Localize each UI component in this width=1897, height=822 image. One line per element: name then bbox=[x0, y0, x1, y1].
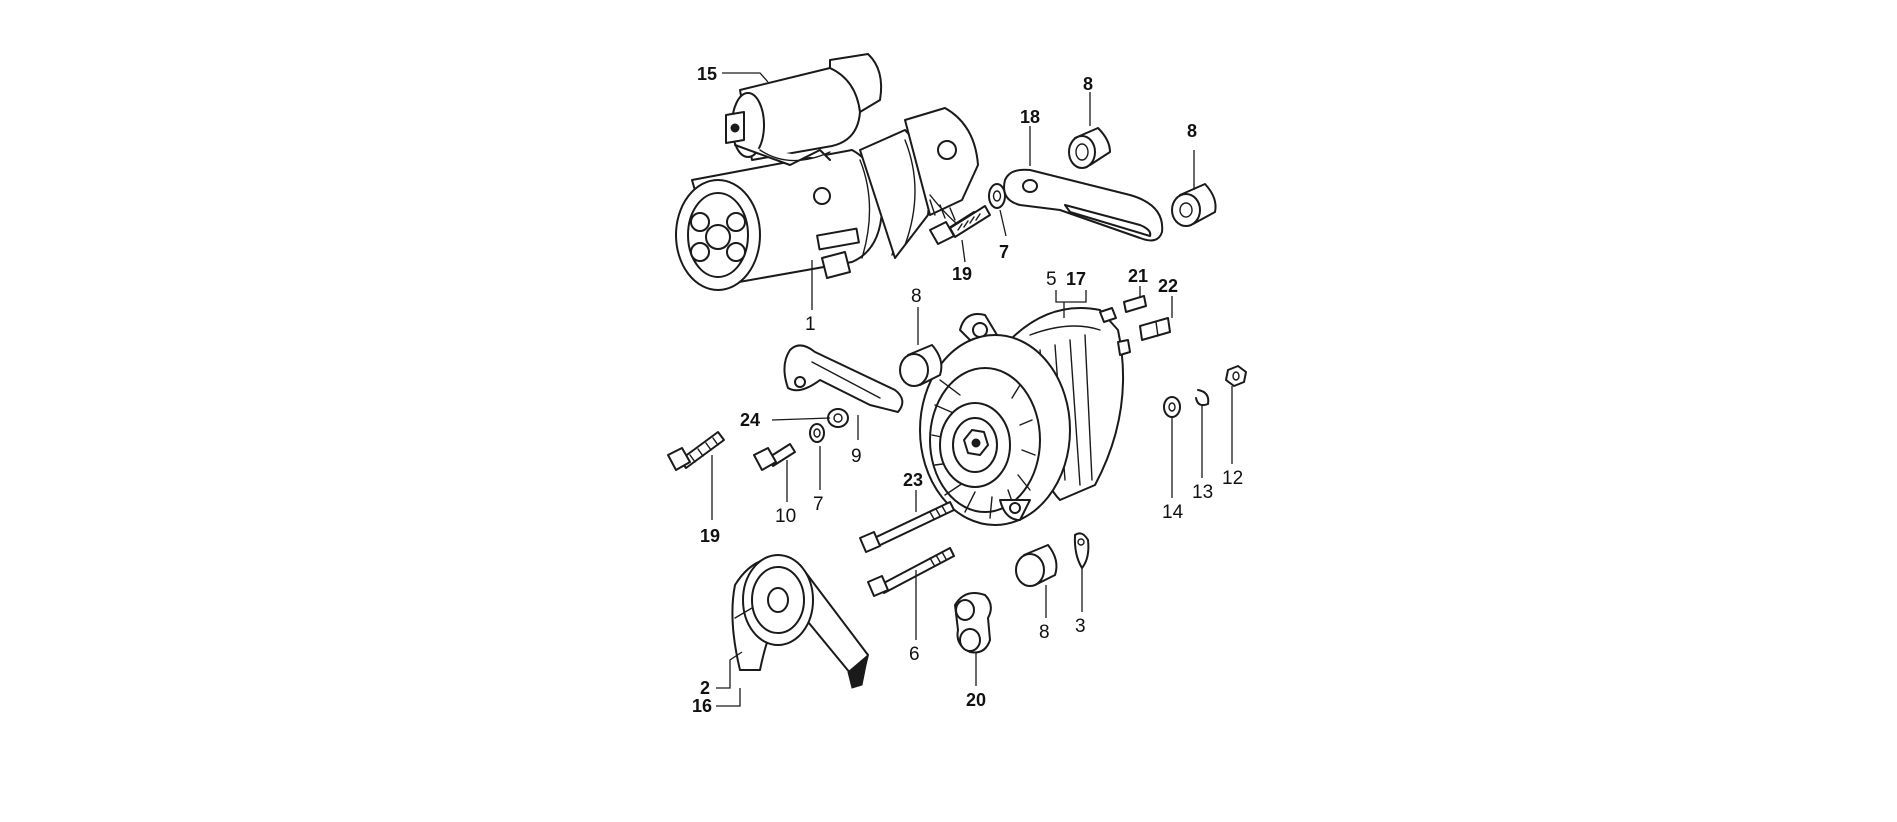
callout-2: 2 bbox=[700, 678, 710, 698]
alternator-icon bbox=[919, 307, 1131, 526]
callout-19-left: 19 bbox=[700, 526, 720, 546]
callout-8-middle: 8 bbox=[911, 286, 922, 307]
callout-16: 16 bbox=[692, 696, 712, 716]
washer-24-icon bbox=[827, 408, 849, 428]
callout-18: 18 bbox=[1020, 107, 1040, 127]
callout-1: 1 bbox=[805, 314, 816, 335]
bolt-19-left-icon bbox=[667, 431, 725, 471]
bracket-20-icon bbox=[954, 592, 992, 654]
callouts: 15 1 8 18 8 7 19 5 17 21 22 8 24 9 7 19 … bbox=[692, 64, 1243, 716]
callout-24: 24 bbox=[740, 410, 760, 430]
callout-12: 12 bbox=[1222, 468, 1243, 489]
bolt-23-icon bbox=[859, 501, 955, 553]
callout-5: 5 bbox=[1046, 269, 1057, 290]
callout-22: 22 bbox=[1158, 276, 1178, 296]
callout-7-top: 7 bbox=[999, 242, 1009, 262]
callout-3: 3 bbox=[1075, 616, 1086, 637]
nut-12-icon bbox=[1225, 365, 1247, 387]
callout-6: 6 bbox=[909, 644, 920, 665]
bolt-6-icon bbox=[867, 547, 955, 597]
callout-15: 15 bbox=[697, 64, 717, 84]
callout-9: 9 bbox=[851, 446, 862, 467]
starter-motor-icon bbox=[675, 53, 979, 291]
washer-7-lower-icon bbox=[809, 423, 825, 443]
terminal-22-icon bbox=[1139, 317, 1171, 341]
washer-13-icon bbox=[1195, 389, 1210, 407]
terminal-3-icon bbox=[1073, 532, 1090, 569]
callout-7-lower: 7 bbox=[813, 494, 824, 515]
callout-21: 21 bbox=[1128, 266, 1148, 286]
callout-19-top: 19 bbox=[952, 264, 972, 284]
washer-14-icon bbox=[1163, 396, 1181, 418]
callout-14: 14 bbox=[1162, 502, 1184, 523]
callout-8-bottom: 8 bbox=[1039, 622, 1050, 643]
callout-8-top: 8 bbox=[1083, 74, 1093, 94]
washer-7-top-icon bbox=[988, 183, 1006, 209]
bolt-19-top-icon bbox=[929, 205, 991, 245]
spacer-8-right-icon bbox=[1171, 183, 1217, 227]
callout-20: 20 bbox=[966, 690, 986, 710]
belt-pulley-icon bbox=[731, 554, 869, 689]
callout-10: 10 bbox=[775, 506, 796, 527]
bracket-18-icon bbox=[1003, 168, 1164, 242]
leader-lines bbox=[711, 72, 1233, 707]
callout-8-right: 8 bbox=[1187, 121, 1197, 141]
callout-13: 13 bbox=[1192, 482, 1213, 503]
bracket-9-icon bbox=[783, 344, 904, 413]
terminal-21-icon bbox=[1123, 295, 1147, 313]
spacer-8-bottom-icon bbox=[1015, 544, 1058, 587]
spacer-8-middle-icon bbox=[899, 344, 943, 387]
spacer-8-top-icon bbox=[1068, 127, 1111, 169]
callout-17: 17 bbox=[1066, 269, 1086, 289]
bolt-10-icon bbox=[753, 443, 796, 471]
callout-23: 23 bbox=[903, 470, 923, 490]
